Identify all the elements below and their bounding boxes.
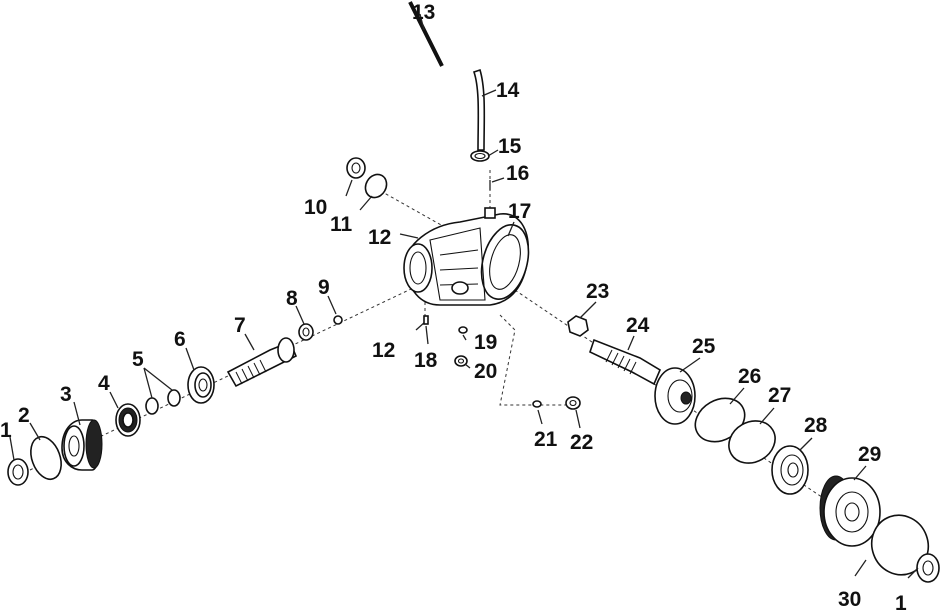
label-22: 22 xyxy=(570,431,593,454)
part-30-o-ring xyxy=(870,514,930,576)
label-2: 2 xyxy=(18,404,30,427)
part-9-pin xyxy=(333,315,343,325)
label-5: 5 xyxy=(132,348,144,371)
label-7: 7 xyxy=(234,314,246,337)
label-30: 30 xyxy=(838,588,861,611)
part-7-pinion-shaft xyxy=(226,337,298,388)
part-3-coupler xyxy=(61,419,103,471)
label-13: 13 xyxy=(412,1,435,24)
label-21: 21 xyxy=(534,428,558,451)
label-28: 28 xyxy=(804,414,828,437)
label-15: 15 xyxy=(498,135,522,158)
label-11: 11 xyxy=(330,213,353,236)
part-2-o-ring xyxy=(30,435,62,481)
part-25-flange xyxy=(654,367,696,425)
label-8: 8 xyxy=(286,287,298,310)
part-22-plug xyxy=(565,396,581,410)
label-4: 4 xyxy=(98,372,110,395)
part-23-nut xyxy=(567,315,589,337)
part-20-drain-plug xyxy=(454,355,468,367)
label-20: 20 xyxy=(474,360,497,383)
label-17: 17 xyxy=(508,200,531,223)
label-12-upper: 12 xyxy=(368,226,391,249)
part-8-bushing xyxy=(298,323,314,341)
part-11-o-ring xyxy=(364,173,388,199)
part-24-output-shaft xyxy=(589,338,662,386)
part-10-fill-plug xyxy=(346,157,366,179)
part-1-cap-left xyxy=(7,458,29,486)
label-16: 16 xyxy=(506,162,529,185)
label-10: 10 xyxy=(304,196,327,219)
label-6: 6 xyxy=(174,328,186,351)
label-14: 14 xyxy=(496,79,520,102)
part-12-screw-upper xyxy=(399,233,419,239)
part-27-gasket xyxy=(728,420,776,464)
label-27: 27 xyxy=(768,384,791,407)
label-12-lower: 12 xyxy=(372,339,395,362)
label-25: 25 xyxy=(692,335,716,358)
part-18-pin xyxy=(423,315,429,325)
part-14-vent-hose xyxy=(472,68,486,151)
part-21-washer xyxy=(532,400,542,408)
leader-lines xyxy=(9,13,919,579)
part-19-washer xyxy=(458,326,468,334)
part-15-hose-clamp xyxy=(470,150,490,162)
label-3: 3 xyxy=(60,383,72,406)
label-29: 29 xyxy=(858,443,881,466)
label-26: 26 xyxy=(738,365,761,388)
label-9: 9 xyxy=(318,276,330,299)
label-1-left: 1 xyxy=(0,419,12,442)
part-5-snap-rings xyxy=(145,389,181,415)
part-4-bearing xyxy=(115,403,141,437)
part-labels: 1 2 3 4 5 6 7 8 9 10 11 12 12 13 14 15 1… xyxy=(0,1,907,613)
part-13-dipstick xyxy=(408,1,446,67)
part-28-bearing xyxy=(771,445,809,495)
part-1-cap-right xyxy=(916,553,940,583)
label-19: 19 xyxy=(474,331,497,354)
label-23: 23 xyxy=(586,280,609,303)
part-17-gearcase-housing xyxy=(403,207,530,306)
label-24: 24 xyxy=(626,314,650,337)
part-6-bearing xyxy=(187,366,215,404)
label-18: 18 xyxy=(414,349,438,372)
label-1-right: 1 xyxy=(895,592,907,613)
part-29-coupler xyxy=(819,475,881,547)
